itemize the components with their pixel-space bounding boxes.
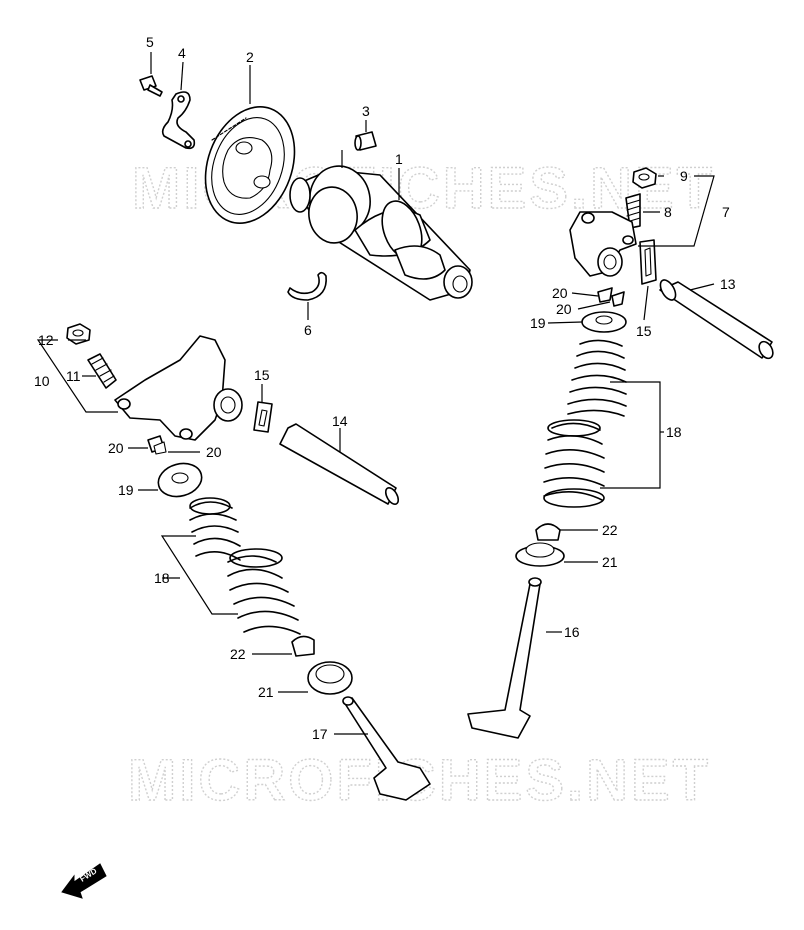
part-15-oring-left bbox=[253, 401, 273, 433]
part-20-cotter-right bbox=[597, 287, 625, 307]
fwd-arrow-icon: FWD bbox=[61, 863, 107, 899]
callout-21-right: 21 bbox=[602, 554, 618, 570]
callout-6: 6 bbox=[304, 322, 312, 338]
callout-9: 9 bbox=[680, 168, 688, 184]
callout-22-right: 22 bbox=[602, 522, 618, 538]
part-11-screw-left bbox=[87, 353, 117, 389]
part-18-springs-right bbox=[543, 339, 627, 508]
callout-2: 2 bbox=[246, 49, 254, 65]
callout-20-left-b: 20 bbox=[206, 444, 222, 460]
callout-15-right: 15 bbox=[636, 323, 652, 339]
part-22-seal-right bbox=[535, 523, 561, 541]
part-2-cam-sprocket bbox=[204, 106, 296, 224]
callout-16: 16 bbox=[564, 624, 580, 640]
leader-lines bbox=[36, 52, 715, 735]
callout-21-left: 21 bbox=[258, 684, 274, 700]
callout-11: 11 bbox=[66, 368, 81, 384]
part-14-shaft-left bbox=[279, 423, 400, 505]
callout-18-left: 18 bbox=[154, 570, 170, 586]
part-19-retainer-right bbox=[581, 311, 627, 333]
callout-14: 14 bbox=[332, 413, 348, 429]
callout-22-left: 22 bbox=[230, 646, 246, 662]
callout-20-left-a: 20 bbox=[108, 440, 124, 456]
part-21-seat-right bbox=[515, 542, 565, 567]
callout-17: 17 bbox=[312, 726, 328, 742]
callout-18-right: 18 bbox=[666, 424, 682, 440]
part-7-rocker-arm bbox=[569, 211, 637, 277]
callout-20-right-a: 20 bbox=[552, 285, 568, 301]
part-9-nut bbox=[632, 167, 657, 189]
callout-8: 8 bbox=[664, 204, 672, 220]
callout-10: 10 bbox=[34, 373, 50, 389]
callout-15-left: 15 bbox=[254, 367, 270, 383]
part-19-retainer-left bbox=[157, 462, 203, 498]
callout-1: 1 bbox=[395, 151, 403, 167]
part-17-valve-left bbox=[342, 696, 431, 801]
callout-12: 12 bbox=[38, 332, 54, 348]
callout-7: 7 bbox=[722, 204, 730, 220]
callout-19-left: 19 bbox=[118, 482, 134, 498]
part-3-pin bbox=[354, 131, 377, 151]
callout-4: 4 bbox=[178, 45, 186, 61]
callout-3: 3 bbox=[362, 103, 370, 119]
part-1-camshaft bbox=[289, 165, 473, 301]
part-21-seat-left bbox=[307, 661, 353, 695]
part-22-seal-left bbox=[291, 635, 315, 657]
part-18-springs-left bbox=[189, 497, 301, 635]
part-4-bracket bbox=[161, 91, 196, 150]
part-6-clip bbox=[287, 271, 327, 301]
callout-13: 13 bbox=[720, 276, 736, 292]
part-10-rocker-arm-left bbox=[114, 335, 243, 441]
part-20-cotter-left bbox=[147, 435, 167, 455]
part-12-nut-left bbox=[66, 323, 91, 345]
part-15-oring-right bbox=[639, 239, 657, 285]
callout-20-right-b: 20 bbox=[556, 301, 572, 317]
part-8-adjust-screw bbox=[625, 193, 641, 229]
callout-5: 5 bbox=[146, 34, 154, 50]
callout-19-right: 19 bbox=[530, 315, 546, 331]
part-5-bolt bbox=[139, 75, 163, 97]
part-13-rocker-shaft bbox=[659, 279, 774, 360]
part-16-valve-right bbox=[467, 577, 542, 739]
